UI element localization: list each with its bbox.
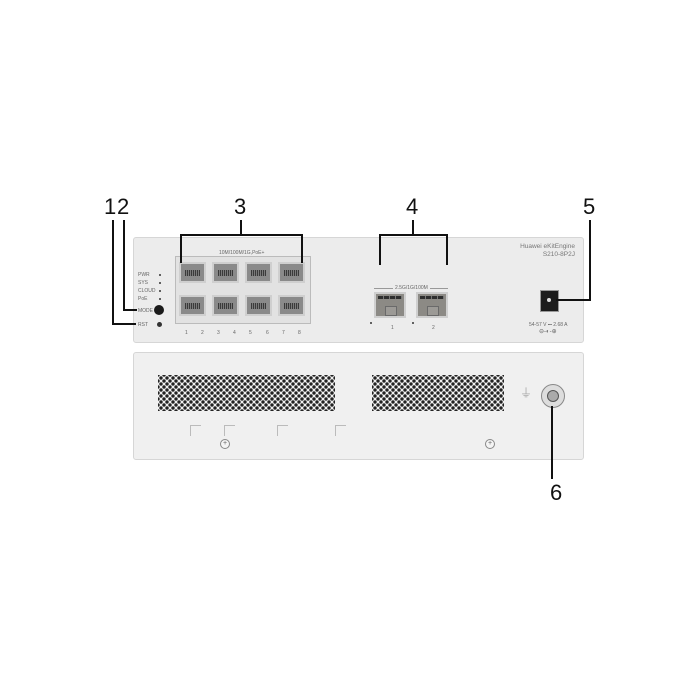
rj45-port-1[interactable] xyxy=(179,262,206,283)
power-jack[interactable] xyxy=(540,290,559,312)
led-label-sys: SYS xyxy=(138,280,149,286)
leader-line-1 xyxy=(112,220,114,325)
leader-line-3 xyxy=(180,234,182,263)
sfp-group-label: 2.5G/1G/100M xyxy=(393,285,430,291)
leader-line-3 xyxy=(180,234,303,236)
leader-line-4 xyxy=(412,220,414,235)
port-number: 6 xyxy=(266,330,269,336)
leader-line-2 xyxy=(123,220,125,311)
callout-5: 5 xyxy=(583,194,596,219)
port-number: 3 xyxy=(217,330,220,336)
power-rating: 54-57 V ⎓ 2.68 A xyxy=(529,322,568,328)
led-poe xyxy=(159,298,161,300)
sfp-port-number: 1 xyxy=(391,325,394,331)
reset-button[interactable] xyxy=(157,322,162,327)
sfp-led-2 xyxy=(412,322,414,324)
callout-1: 1 xyxy=(104,194,117,219)
port-number: 5 xyxy=(249,330,252,336)
rj45-port-5[interactable] xyxy=(245,262,272,283)
leader-line-4 xyxy=(379,234,448,236)
sfp-port-1[interactable] xyxy=(374,292,406,318)
leader-line-2 xyxy=(123,309,137,311)
rj45-port-2[interactable] xyxy=(179,295,206,316)
ground-screw xyxy=(541,384,565,408)
brand-label: Huawei eKitEngine xyxy=(520,243,575,250)
sfp-led-1 xyxy=(370,322,372,324)
callout-2: 2 xyxy=(117,194,130,219)
vent-left xyxy=(158,375,335,411)
leader-line-6 xyxy=(551,406,553,479)
leader-line-4 xyxy=(379,234,381,265)
led-sys xyxy=(159,282,161,284)
led-label-cloud: CLOUD xyxy=(138,288,156,294)
polarity-symbol: ⊖-◐-⊕ xyxy=(539,329,557,335)
mount-mark xyxy=(224,425,235,436)
rj45-port-3[interactable] xyxy=(212,262,239,283)
model-label: S210-8P2J xyxy=(542,251,575,258)
leader-line-3 xyxy=(240,220,242,235)
leader-line-1 xyxy=(112,323,136,325)
screw-icon: + xyxy=(485,439,495,449)
port-number: 2 xyxy=(201,330,204,336)
sfp-port-2[interactable] xyxy=(416,292,448,318)
callout-4: 4 xyxy=(406,194,419,219)
leader-line-5 xyxy=(556,299,591,301)
mode-button[interactable] xyxy=(154,305,164,315)
rj45-port-4[interactable] xyxy=(212,295,239,316)
port-number: 7 xyxy=(282,330,285,336)
mode-label: MODE xyxy=(138,308,153,314)
leader-line-5 xyxy=(589,220,591,301)
led-cloud xyxy=(159,290,161,292)
callout-6: 6 xyxy=(550,480,563,505)
screw-icon: + xyxy=(220,439,230,449)
sfp-port-number: 2 xyxy=(432,325,435,331)
port-number: 1 xyxy=(185,330,188,336)
mount-mark xyxy=(277,425,288,436)
callout-3: 3 xyxy=(234,194,247,219)
vent-right xyxy=(372,375,504,411)
rj45-group-label: 10M/100M/1G,PoE+ xyxy=(217,250,267,256)
rj45-port-8[interactable] xyxy=(278,295,305,316)
mount-mark xyxy=(190,425,201,436)
mount-mark xyxy=(335,425,346,436)
led-label-pwr: PWR xyxy=(138,272,150,278)
port-number: 4 xyxy=(233,330,236,336)
ground-symbol: ⏚ xyxy=(520,386,533,400)
leader-line-4 xyxy=(446,234,448,265)
rj45-port-7[interactable] xyxy=(278,262,305,283)
led-label-poe: PoE xyxy=(138,296,148,302)
led-pwr xyxy=(159,274,161,276)
rj45-port-6[interactable] xyxy=(245,295,272,316)
port-number: 8 xyxy=(298,330,301,336)
rst-label: RST xyxy=(138,322,148,328)
leader-line-3 xyxy=(301,234,303,263)
